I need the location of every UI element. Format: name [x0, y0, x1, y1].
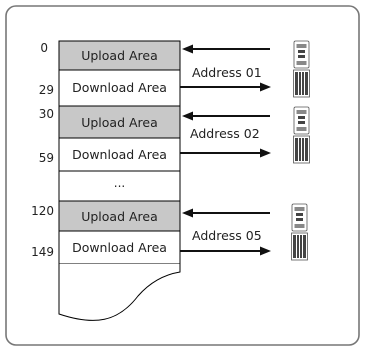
upload-area-label: Upload Area — [81, 209, 158, 224]
download-area-label: Download Area — [72, 147, 167, 162]
upload-area-cell — [58, 40, 181, 71]
download-area-label: Download Area — [72, 240, 167, 255]
start-address: 0 — [40, 41, 48, 55]
start-address: 30 — [39, 107, 54, 121]
download-arrowhead — [260, 148, 271, 158]
address-label: Address 05 — [192, 228, 262, 243]
upload-area-cell — [58, 105, 181, 139]
end-address: 29 — [39, 83, 54, 97]
end-address: 149 — [31, 245, 54, 259]
download-area-cell — [58, 230, 181, 265]
download-arrowhead — [260, 246, 271, 256]
upload-area-label: Upload Area — [81, 48, 158, 63]
end-address: 59 — [39, 151, 54, 165]
upload-area-label: Upload Area — [81, 115, 158, 130]
upload-arrowhead — [182, 208, 193, 218]
address-label: Address 01 — [192, 65, 262, 80]
memory-block-05: Upload Area Download Area 120 149 Addres… — [31, 200, 308, 265]
download-area-cell — [58, 137, 181, 172]
download-area-label: Download Area — [72, 80, 167, 95]
memory-block-01: Upload Area Download Area 0 29 Address 0… — [39, 40, 310, 107]
upload-arrowhead — [182, 111, 193, 121]
torn-edge — [58, 264, 181, 321]
download-arrowhead — [260, 82, 271, 92]
upload-arrowhead — [182, 44, 193, 54]
gap-cell — [58, 170, 181, 202]
gap-ellipsis: ... — [114, 176, 125, 190]
address-label: Address 02 — [190, 126, 260, 141]
memory-gap: ... — [58, 170, 181, 202]
memory-block-02: Upload Area Download Area 30 59 Address … — [39, 105, 310, 172]
start-address: 120 — [31, 204, 54, 218]
